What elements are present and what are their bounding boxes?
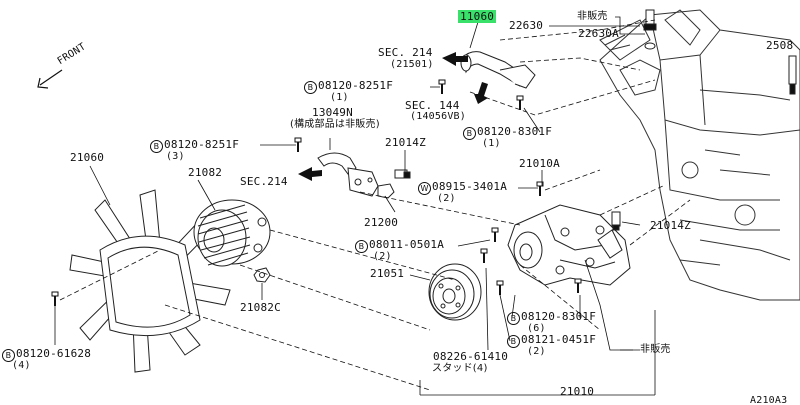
part-21014z-top[interactable]: 21014Z <box>385 136 426 149</box>
water-pump <box>507 204 631 286</box>
bolt-symbol-icon: B <box>2 349 15 362</box>
non-sale-note-2: 非販売 <box>640 344 671 355</box>
water-outlet <box>460 51 536 89</box>
qty: (2) <box>437 193 456 204</box>
front-arrow-icon <box>37 69 63 89</box>
engine-block <box>599 9 800 301</box>
washer <box>644 42 656 50</box>
non-sale-note: 非販売 <box>577 11 608 22</box>
part-21010a[interactable]: 21010A <box>519 157 560 170</box>
part-number: 08120-8251F <box>318 79 394 92</box>
part-number: 08011-0501A <box>369 238 445 251</box>
stud <box>480 248 488 264</box>
arrow-sec144 <box>474 82 488 104</box>
figure-code: A210A3 <box>750 395 788 405</box>
temp-sensor-right <box>611 211 621 231</box>
bolt <box>516 95 524 111</box>
temp-sender <box>643 9 657 31</box>
arrow-sec214-mid <box>298 167 322 181</box>
part-22630a[interactable]: 22630A <box>578 27 619 40</box>
water-inlet-pipe <box>317 152 379 197</box>
qty: (1) <box>482 138 501 149</box>
part-13049n-note: (構成部品は非販売) <box>290 119 380 130</box>
bolt <box>51 291 59 307</box>
bolt <box>491 227 499 243</box>
thermostat <box>377 183 395 199</box>
part-13049n[interactable]: 13049N <box>312 106 353 119</box>
sec-214-top-sub: (21501) <box>390 59 434 70</box>
washer-symbol-icon: W <box>418 182 431 195</box>
bolt-symbol-icon: B <box>355 240 368 253</box>
dashed-lines <box>59 19 691 391</box>
part-number: 08915-3401A <box>432 180 508 193</box>
stud-08226-61410[interactable]: 08226-61410 <box>433 350 509 363</box>
part-22630[interactable]: 22630 <box>509 19 544 32</box>
stud-note: スタッド(4) <box>432 363 488 374</box>
sec-214-top[interactable]: SEC. 214 <box>378 46 433 59</box>
sec-144-sub: (14056VB) <box>410 111 466 122</box>
bolt <box>496 280 504 296</box>
part-21014z-right[interactable]: 21014Z <box>650 219 691 232</box>
bolt <box>574 278 582 294</box>
bolt-symbol-icon: B <box>507 312 520 325</box>
bolt-symbol-icon: B <box>150 140 163 153</box>
sec-144[interactable]: SEC. 144 <box>405 99 460 112</box>
bolt-symbol-icon: B <box>304 81 317 94</box>
sec-214-mid[interactable]: SEC.214 <box>240 175 288 188</box>
leader-lines <box>54 16 645 351</box>
nut <box>253 267 271 283</box>
qty: (6) <box>527 323 546 334</box>
bracket-21010 <box>419 310 656 396</box>
part-21010[interactable]: 21010 <box>560 385 595 398</box>
part-11060[interactable]: 11060 <box>458 10 497 23</box>
part-2508[interactable]: 2508 <box>766 39 794 52</box>
part-21060[interactable]: 21060 <box>70 151 105 164</box>
part-11060-number: 11060 <box>458 10 497 23</box>
qty: (3) <box>166 151 185 162</box>
cooling-fan <box>69 189 231 373</box>
part-number: 08120-8301F <box>521 310 597 323</box>
qty: (4) <box>12 360 31 371</box>
fan-clutch <box>193 199 271 267</box>
part-21082c[interactable]: 21082C <box>240 301 281 314</box>
part-number: 08121-0451F <box>521 333 597 346</box>
pump-pulley <box>428 263 482 321</box>
spark-plug <box>788 55 797 95</box>
qty: (2) <box>527 346 546 357</box>
part-21051[interactable]: 21051 <box>370 267 405 280</box>
part-21082[interactable]: 21082 <box>188 166 223 179</box>
qty: (2) <box>373 251 392 262</box>
arrow-sec214-top <box>442 52 468 66</box>
bolt-symbol-icon: B <box>507 335 520 348</box>
part-number: 08120-61628 <box>16 347 92 360</box>
temp-sensor-top <box>394 169 411 179</box>
part-number: 08120-8301F <box>477 125 553 138</box>
bolt-symbol-icon: B <box>463 127 476 140</box>
qty: (1) <box>330 92 349 103</box>
part-number: 08120-8251F <box>164 138 240 151</box>
part-21200[interactable]: 21200 <box>364 216 399 229</box>
